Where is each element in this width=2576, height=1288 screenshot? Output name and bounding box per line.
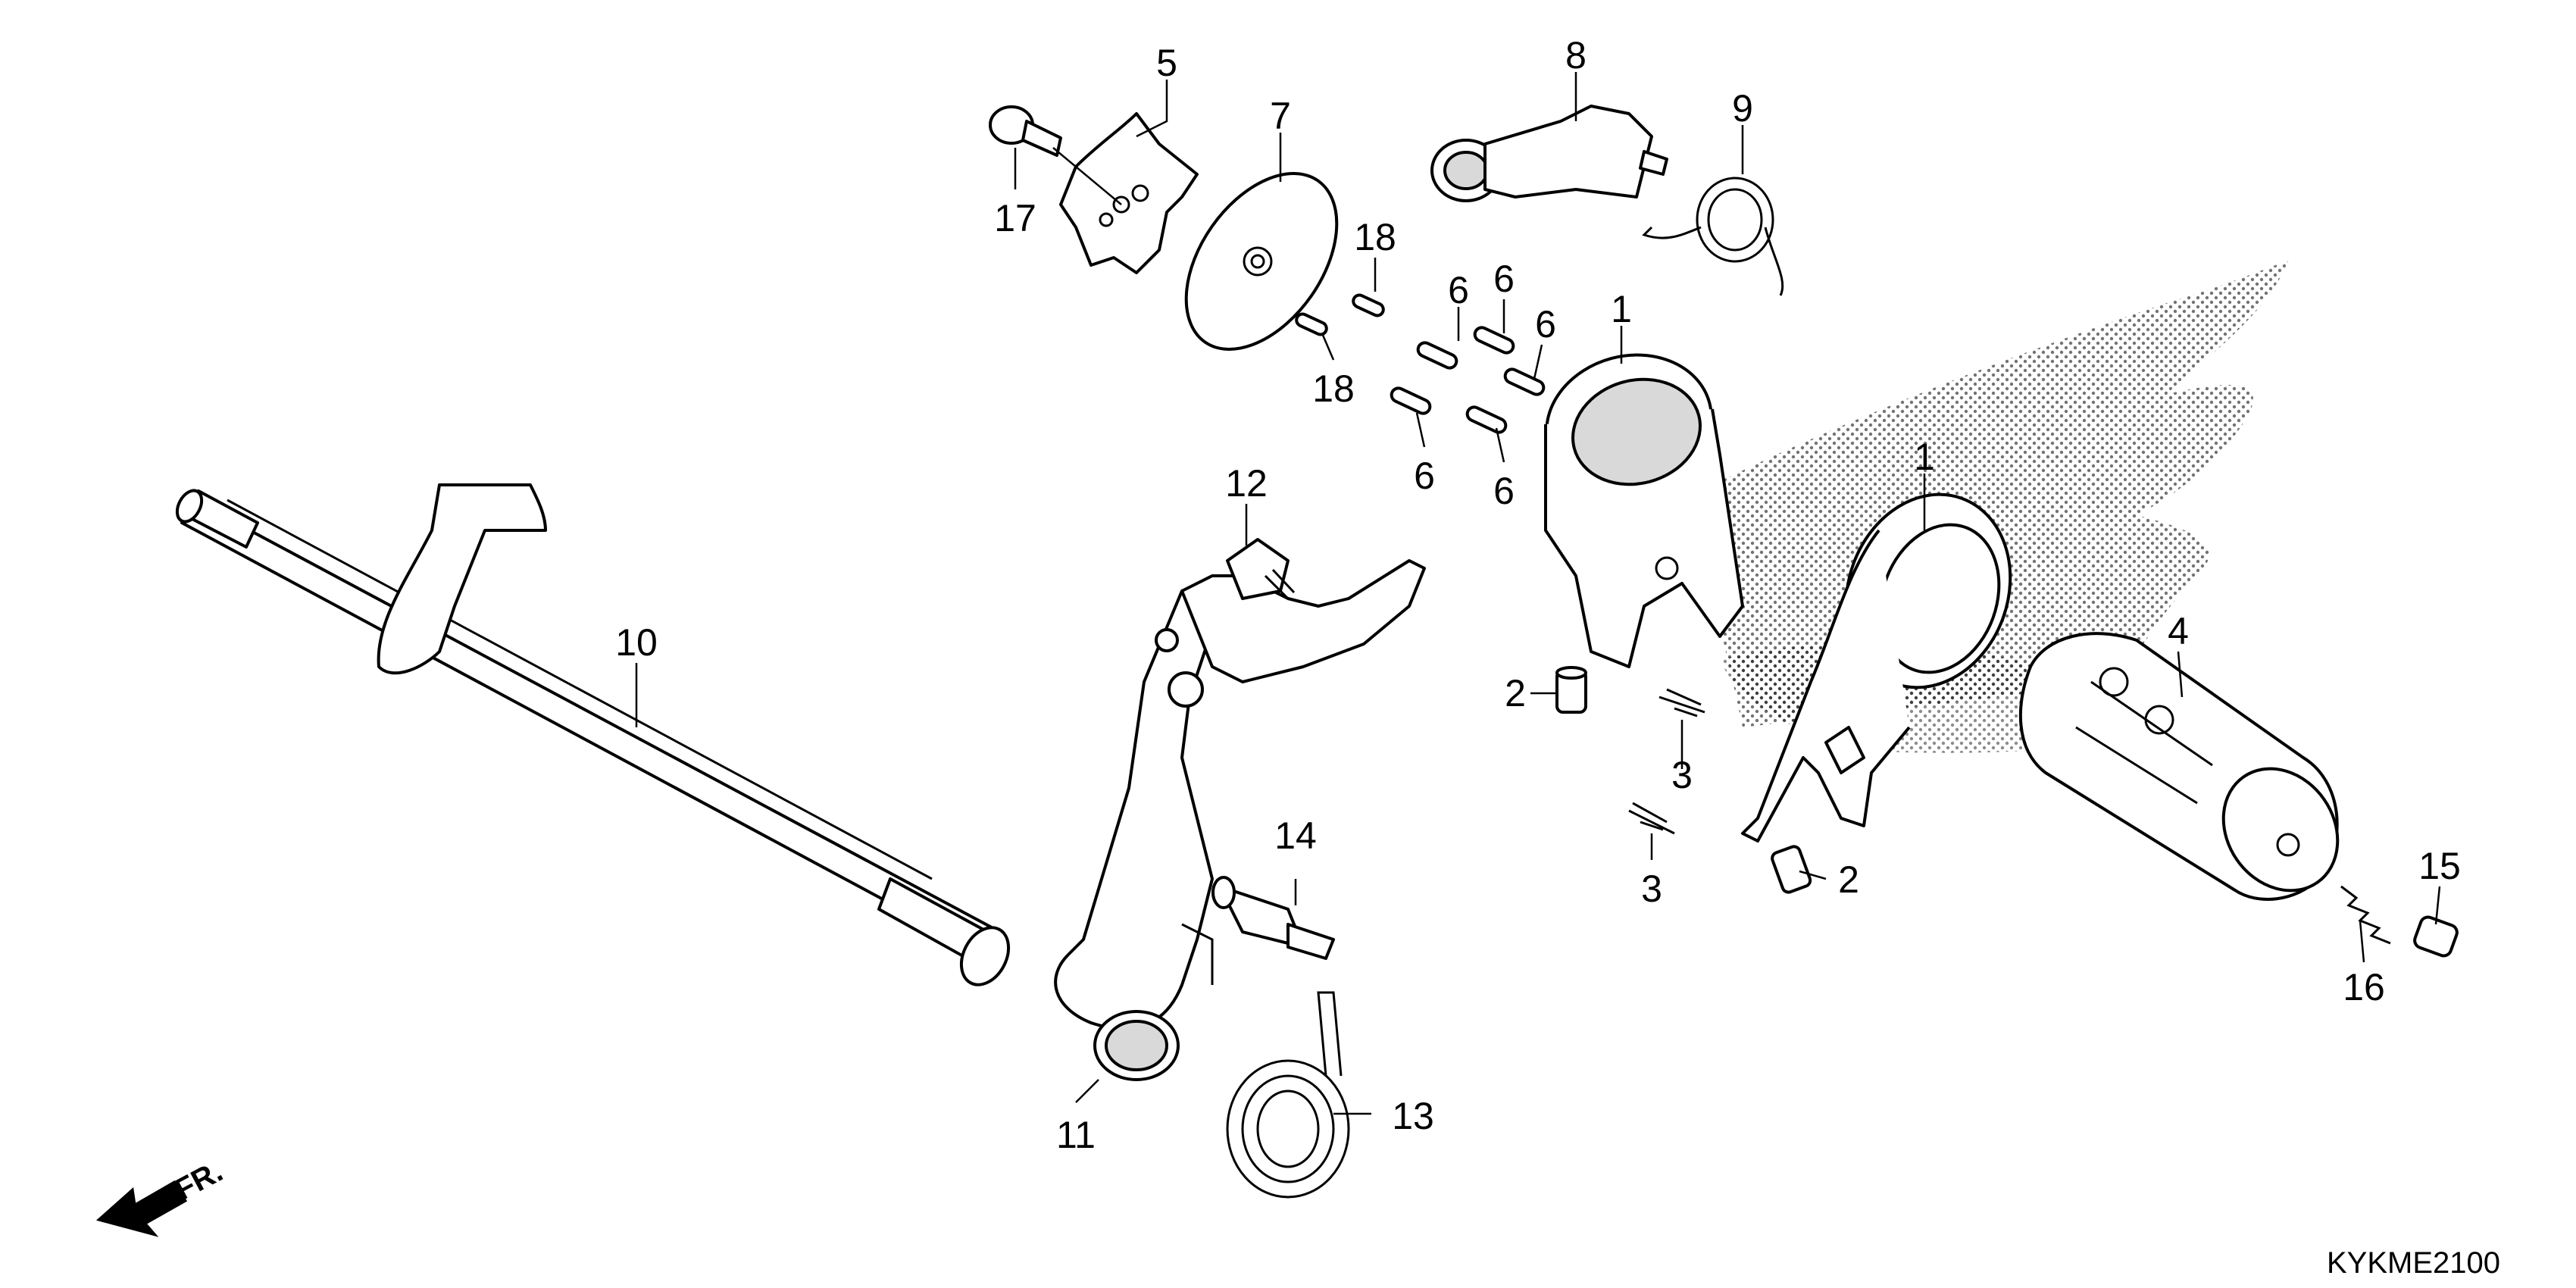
callout-6-b: 6 [1493, 258, 1515, 300]
gearshift-spindle [175, 483, 1011, 986]
drum-cap [2413, 915, 2459, 958]
callout-17: 17 [994, 197, 1036, 239]
gearshift-arm [1054, 559, 1426, 1081]
shift-fork-lower [1741, 492, 2012, 843]
callout-14: 14 [1274, 814, 1317, 857]
callout-1-lower: 1 [1914, 436, 1935, 478]
guide-pin-upper [1555, 666, 1587, 714]
compression-spring [2340, 885, 2391, 945]
callout-6-d: 6 [1414, 455, 1435, 497]
callout-3-upper: 3 [1671, 754, 1693, 796]
callout-1-upper: 1 [1611, 288, 1632, 330]
callout-6-e: 6 [1493, 470, 1515, 512]
callout-18-upper: 18 [1354, 216, 1396, 258]
dowel-pins-18 [1295, 293, 1385, 336]
leader-lines [635, 72, 2441, 1115]
stopper-plate [1059, 112, 1199, 274]
shift-fork-upper [1544, 353, 1744, 668]
callout-labels: 1 1 2 2 3 3 4 5 6 6 6 6 6 7 8 9 10 11 12… [615, 34, 2461, 1156]
torsion-spring [1642, 177, 1784, 296]
shift-arm [1430, 105, 1668, 202]
indicator-plate [1184, 172, 1339, 351]
callout-12: 12 [1225, 462, 1268, 505]
collar-bolt [1211, 876, 1335, 960]
callout-6-c: 6 [1535, 303, 1556, 345]
callout-2-lower: 2 [1838, 858, 1859, 901]
callout-3-lower: 3 [1641, 868, 1662, 910]
guide-pin-lower [1771, 845, 1812, 894]
arrow-icon [95, 1180, 188, 1237]
stopper-pin [1226, 538, 1296, 600]
shift-drum [2018, 632, 2340, 901]
clip-lower [1628, 802, 1675, 835]
callout-11: 11 [1056, 1114, 1096, 1156]
callout-5: 5 [1156, 42, 1177, 84]
diagram-code: KYKME2100 [2327, 1246, 2500, 1280]
callout-4: 4 [2168, 610, 2189, 652]
callout-7: 7 [1270, 95, 1291, 137]
callout-15: 15 [2418, 845, 2461, 887]
return-spring [1226, 991, 1350, 1199]
callout-16: 16 [2343, 966, 2385, 1008]
callout-9: 9 [1732, 87, 1753, 130]
callout-10: 10 [615, 621, 658, 664]
dowel-pins-6 [1390, 326, 1546, 434]
callout-2-upper: 2 [1505, 672, 1526, 714]
flange-bolt [989, 105, 1062, 157]
front-direction-arrow: FR. [95, 1155, 228, 1237]
callout-6-a: 6 [1448, 269, 1469, 311]
clip-upper [1658, 688, 1705, 717]
callout-8: 8 [1565, 34, 1587, 77]
callout-13: 13 [1392, 1095, 1434, 1137]
callout-18-lower: 18 [1312, 367, 1355, 410]
